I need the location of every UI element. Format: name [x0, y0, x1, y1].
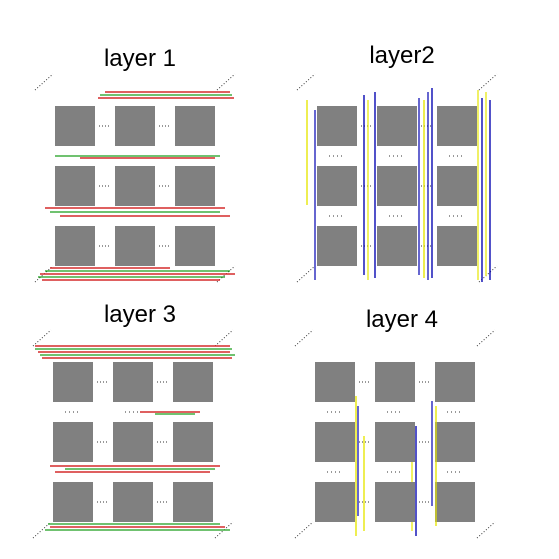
grid-block: [115, 226, 155, 266]
grid-block: [375, 482, 415, 522]
grid-block: [113, 482, 153, 522]
layout-grid: [296, 73, 498, 283]
grid-block: [435, 422, 475, 462]
corner-mark: [294, 329, 314, 347]
grid-block: [317, 106, 357, 146]
grid-block: [115, 166, 155, 206]
grid-block: [437, 166, 477, 206]
grid-block: [55, 226, 95, 266]
panel-layer-1: layer 1: [20, 40, 260, 290]
panel-title: layer2: [369, 42, 435, 69]
corner-mark: [296, 73, 316, 91]
panel-layer-2: layer2: [282, 40, 522, 290]
grid-block: [53, 362, 93, 402]
panel-title: layer 3: [103, 301, 177, 328]
corner-mark: [34, 73, 54, 91]
grid-block: [175, 106, 215, 146]
grid-block: [435, 482, 475, 522]
corner-mark: [476, 521, 496, 539]
corner-mark: [32, 329, 52, 347]
corner-mark: [294, 521, 314, 539]
layout-grid: [34, 73, 236, 283]
grid-block: [437, 106, 477, 146]
grid-block: [315, 482, 355, 522]
panel-title: layer 4: [365, 306, 439, 333]
layout-grid: [32, 329, 235, 539]
grid-block: [173, 482, 213, 522]
corner-mark: [476, 329, 496, 347]
corner-mark: [478, 73, 498, 91]
grid-block: [375, 362, 415, 402]
grid-block: [175, 226, 215, 266]
panel-layer-4: layer 4: [282, 296, 522, 546]
corner-mark: [214, 329, 234, 347]
corner-mark: [32, 521, 52, 539]
panel-title: layer 1: [103, 45, 177, 72]
layout-grid: [294, 329, 496, 539]
grid-block: [377, 166, 417, 206]
grid-block: [173, 422, 213, 462]
grid-block: [113, 362, 153, 402]
grid-block: [113, 422, 153, 462]
grid-block: [317, 166, 357, 206]
grid-block: [377, 226, 417, 266]
grid-block: [53, 482, 93, 522]
grid-block: [437, 226, 477, 266]
grid-block: [175, 166, 215, 206]
grid-block: [115, 106, 155, 146]
corner-mark: [478, 265, 498, 283]
grid-block: [317, 226, 357, 266]
grid-block: [375, 422, 415, 462]
grid-block: [315, 362, 355, 402]
grid-block: [315, 422, 355, 462]
grid-block: [55, 106, 95, 146]
grid-block: [173, 362, 213, 402]
corner-mark: [296, 265, 316, 283]
grid-block: [53, 422, 93, 462]
grid-block: [435, 362, 475, 402]
corner-mark: [216, 73, 236, 91]
panel-layer-3: layer 3: [20, 296, 260, 546]
grid-block: [377, 106, 417, 146]
grid-block: [55, 166, 95, 206]
